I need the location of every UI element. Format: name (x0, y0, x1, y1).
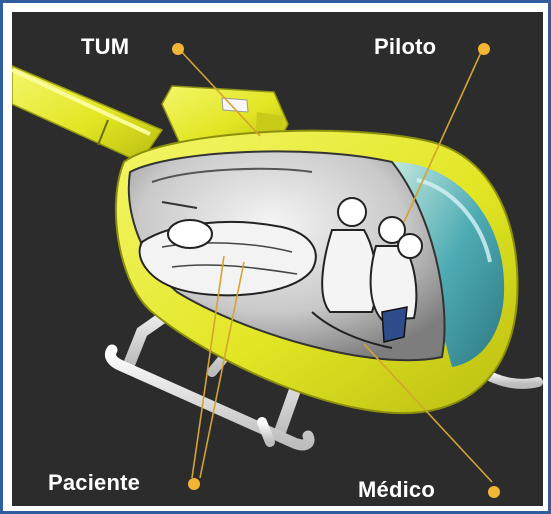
callout-dot-paciente (188, 478, 200, 490)
callout-dot-tum (172, 43, 184, 55)
callout-dot-medico (488, 486, 500, 498)
label-medico: Médico (358, 477, 435, 503)
label-piloto: Piloto (374, 34, 436, 60)
tail-boom (12, 66, 162, 162)
label-paciente: Paciente (48, 470, 140, 496)
patient-figure (140, 220, 316, 295)
helicopter-illustration (12, 12, 543, 506)
label-tum: TUM (81, 34, 129, 60)
illustration-panel: TUM Piloto Paciente Médico (12, 12, 543, 506)
callout-dot-piloto (478, 43, 490, 55)
